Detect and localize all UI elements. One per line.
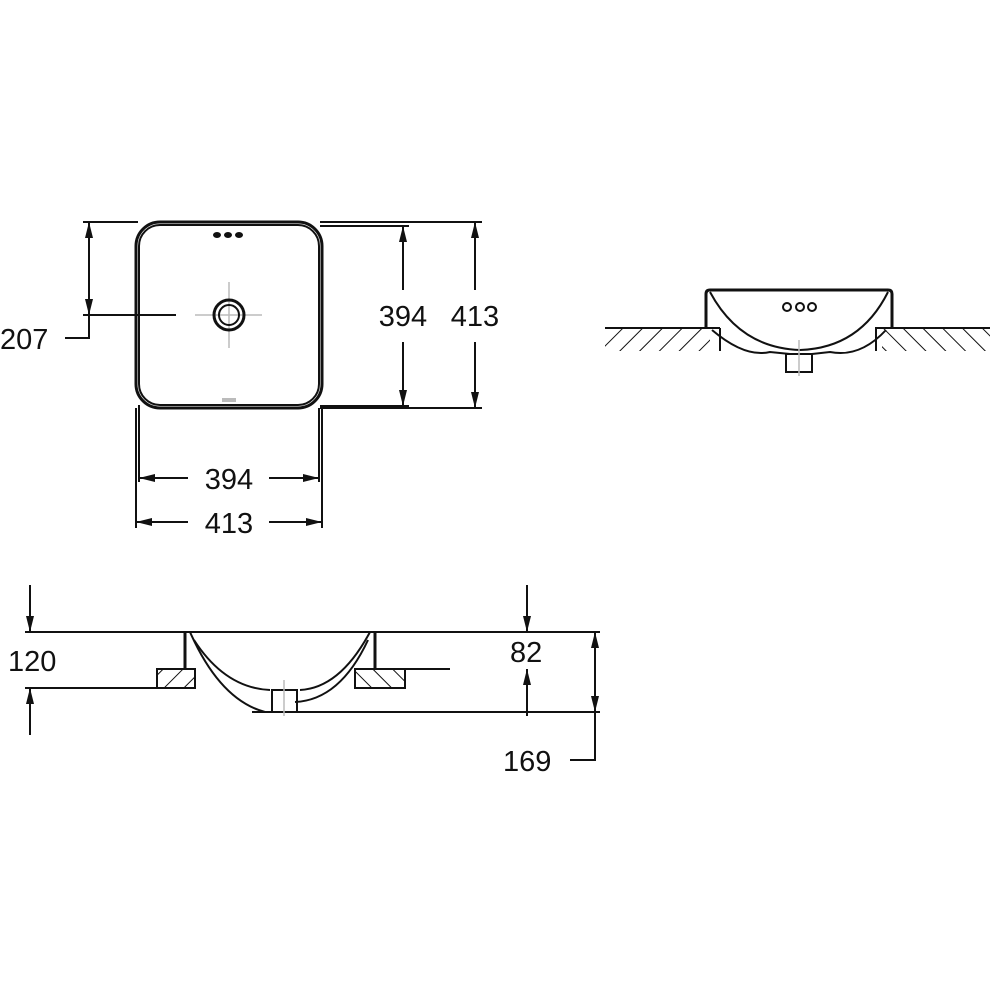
dim-drain-offset: 207 — [0, 324, 48, 356]
tap-holes-icon — [213, 232, 243, 238]
overflow-icon — [222, 398, 236, 402]
top-view: 207 394 413 394 413 — [0, 220, 499, 540]
dim-outer-width: 413 — [205, 508, 253, 540]
dim-below-counter: 169 — [503, 746, 551, 778]
section-view: 120 82 169 — [8, 585, 600, 778]
side-view — [605, 288, 990, 376]
dim-inner-width: 394 — [205, 464, 253, 496]
dim-total-height: 120 — [8, 646, 56, 678]
dim-inner-depth: 394 — [379, 301, 427, 333]
dim-outer-depth: 413 — [451, 301, 499, 333]
drain-icon — [212, 298, 246, 332]
tap-holes-icon — [782, 302, 817, 312]
dim-above-counter: 82 — [510, 637, 542, 669]
